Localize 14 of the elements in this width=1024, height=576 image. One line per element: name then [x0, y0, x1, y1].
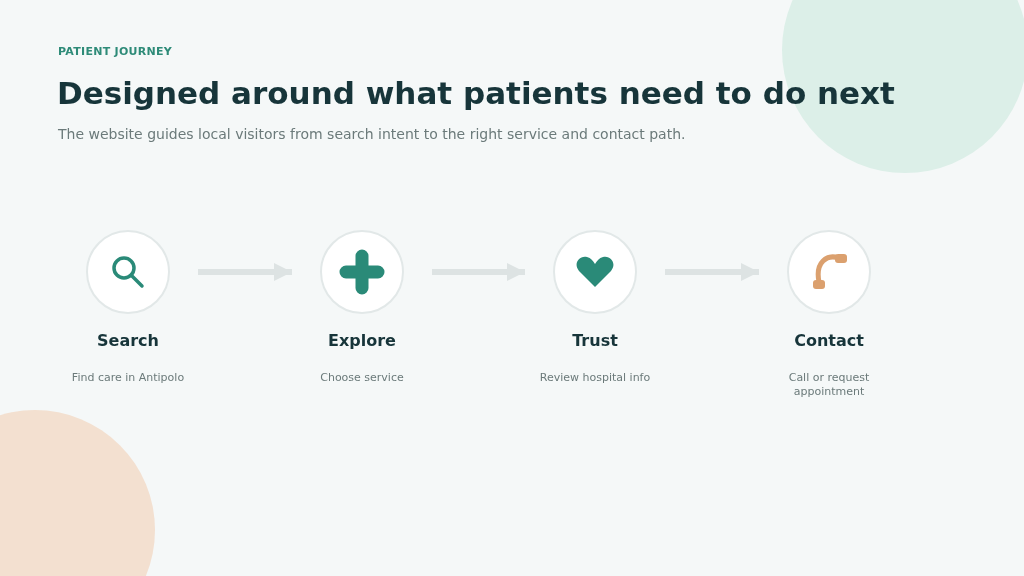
subtitle: The website guides local visitors from search intent to the right service and contact path. — [58, 125, 686, 144]
step-title: Trust — [572, 330, 618, 352]
step-title: Search — [97, 330, 159, 352]
step-description: Call or request appointment — [787, 371, 871, 399]
step-title: Explore — [328, 330, 396, 352]
arrow — [432, 263, 525, 281]
step-description: Review hospital info — [538, 371, 652, 385]
step-description: Find care in Antipolo — [70, 371, 186, 385]
arrow — [665, 263, 759, 281]
title: Designed around what patients need to do next — [57, 74, 895, 113]
arrow — [198, 263, 292, 281]
eyebrow-text: PATIENT JOURNEY — [58, 44, 173, 60]
step-title: Contact — [794, 330, 864, 352]
step-description: Choose service — [319, 371, 405, 385]
